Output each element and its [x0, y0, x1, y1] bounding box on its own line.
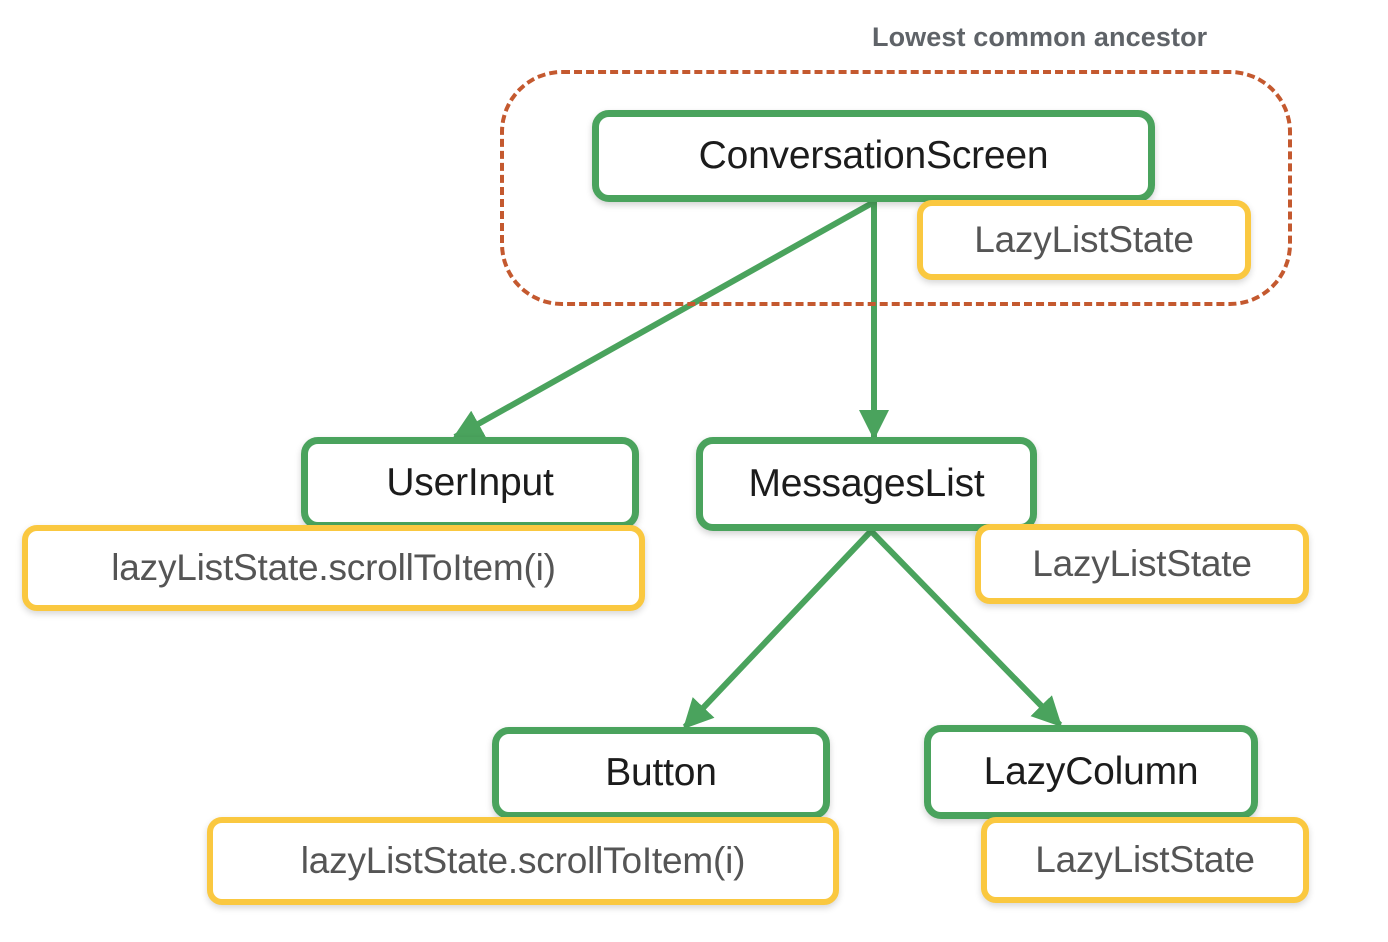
badge-button-scroll-call[interactable]: lazyListState.scrollToItem(i) [207, 817, 839, 905]
badge-label: lazyListState.scrollToItem(i) [111, 547, 556, 588]
node-conversation-screen[interactable]: ConversationScreen [592, 110, 1155, 202]
node-label: MessagesList [748, 462, 985, 505]
badge-label: LazyListState [974, 219, 1194, 260]
badge-conversation-screen-state[interactable]: LazyListState [917, 200, 1251, 280]
badge-label: LazyListState [1035, 839, 1255, 880]
edge-messageslist-to-button [682, 528, 874, 730]
node-label: UserInput [386, 461, 554, 504]
badge-lazy-column-state[interactable]: LazyListState [981, 817, 1309, 903]
node-label: Button [605, 751, 717, 794]
badge-messages-list-state[interactable]: LazyListState [975, 524, 1309, 604]
lowest-common-ancestor-region [500, 70, 1292, 306]
lowest-common-ancestor-label: Lowest common ancestor [872, 22, 1208, 52]
node-lazy-column[interactable]: LazyColumn [924, 725, 1258, 819]
badge-label: lazyListState.scrollToItem(i) [300, 840, 746, 881]
badge-label: LazyListState [1032, 543, 1252, 584]
node-button[interactable]: Button [492, 727, 830, 819]
node-messages-list[interactable]: MessagesList [696, 437, 1037, 531]
node-label: ConversationScreen [698, 134, 1049, 177]
badge-user-input-scroll-call[interactable]: lazyListState.scrollToItem(i) [22, 525, 645, 611]
node-user-input[interactable]: UserInput [301, 437, 639, 529]
node-label: LazyColumn [983, 750, 1199, 793]
